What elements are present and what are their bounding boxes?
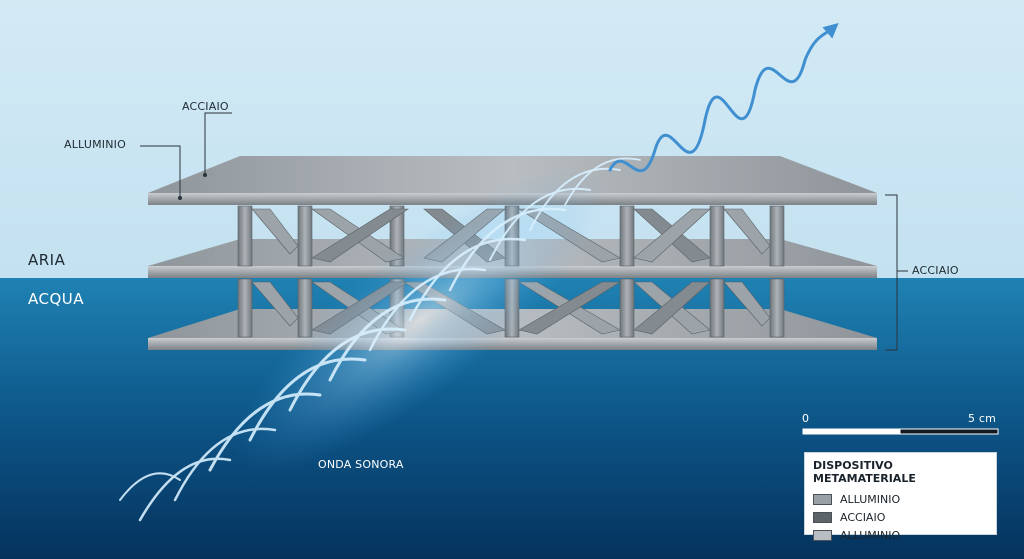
legend-swatch (813, 493, 832, 505)
side-steel-label: ACCIAIO (912, 264, 959, 277)
legend-item-label: ACCIAIO (840, 510, 886, 524)
legend-swatch (813, 511, 832, 523)
scale-bar (802, 428, 999, 435)
legend-item: ACCIAIO (813, 508, 988, 526)
legend-item: ALLUMINIO (813, 490, 988, 508)
legend-item-label: ALLUMINIO (840, 528, 901, 542)
top-aluminium-label: ALLUMINIO (64, 138, 126, 151)
water-label: ACQUA (28, 290, 85, 308)
transmitted-wave (608, 23, 839, 173)
sound-wave (119, 23, 839, 522)
scale-start-label: 0 (802, 412, 810, 425)
air-label: ARIA (28, 251, 66, 269)
sound-wave-label: ONDA SONORA (318, 458, 404, 471)
leader-lines (140, 112, 908, 351)
legend-item-label: ALLUMINIO (840, 492, 901, 506)
legend-item: ALLUMINIO (813, 526, 988, 544)
scale-end-label: 5 cm (968, 412, 997, 425)
legend-swatch (813, 529, 832, 541)
top-plate-top (148, 156, 877, 193)
legend-title: DISPOSITIVO METAMATERIALE (813, 459, 916, 485)
legend: DISPOSITIVO METAMATERIALE ALLUMINIO ACCI… (804, 452, 997, 542)
bottom-plate-edge (148, 338, 877, 350)
top-steel-label: ACCIAIO (182, 100, 229, 113)
